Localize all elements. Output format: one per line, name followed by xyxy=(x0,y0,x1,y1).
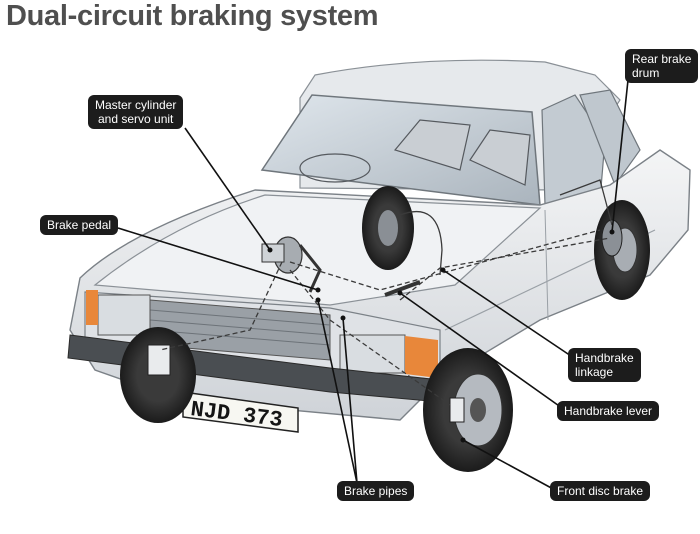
label-rear-brake-drum-line1: Rear brake xyxy=(632,52,692,66)
rear-pipes xyxy=(399,179,613,276)
label-handbrake-lever-text: Handbrake lever xyxy=(564,404,653,418)
label-master-cylinder-line1: Master cylinder xyxy=(95,98,177,112)
label-master-cylinder-line2: and servo unit xyxy=(97,112,174,126)
label-brake-pedal-text: Brake pedal xyxy=(47,218,112,232)
leader-dots xyxy=(267,229,615,443)
label-brake-pipes-text: Brake pipes xyxy=(344,484,408,498)
label-handbrake-lever: Handbrake lever xyxy=(557,401,660,421)
page-title: Dual-circuit braking system xyxy=(6,0,379,32)
label-brake-pipes: Brake pipes xyxy=(337,481,415,501)
label-brake-pedal: Brake pedal xyxy=(40,215,119,235)
label-handbrake-linkage-line1: Handbrake xyxy=(575,351,634,365)
label-handbrake-linkage-line2: linkage xyxy=(575,365,614,379)
label-rear-brake-drum-line2: drum xyxy=(632,66,660,80)
label-front-disc-brake-text: Front disc brake xyxy=(557,484,644,498)
leader-lines xyxy=(117,79,629,491)
label-handbrake-linkage: Handbrake linkage xyxy=(568,348,641,382)
interior xyxy=(299,119,531,186)
label-front-disc-brake: Front disc brake xyxy=(550,481,651,501)
label-rear-brake-drum: Rear brake drum xyxy=(625,49,699,83)
label-master-cylinder: Master cylinder and servo unit xyxy=(88,95,184,129)
